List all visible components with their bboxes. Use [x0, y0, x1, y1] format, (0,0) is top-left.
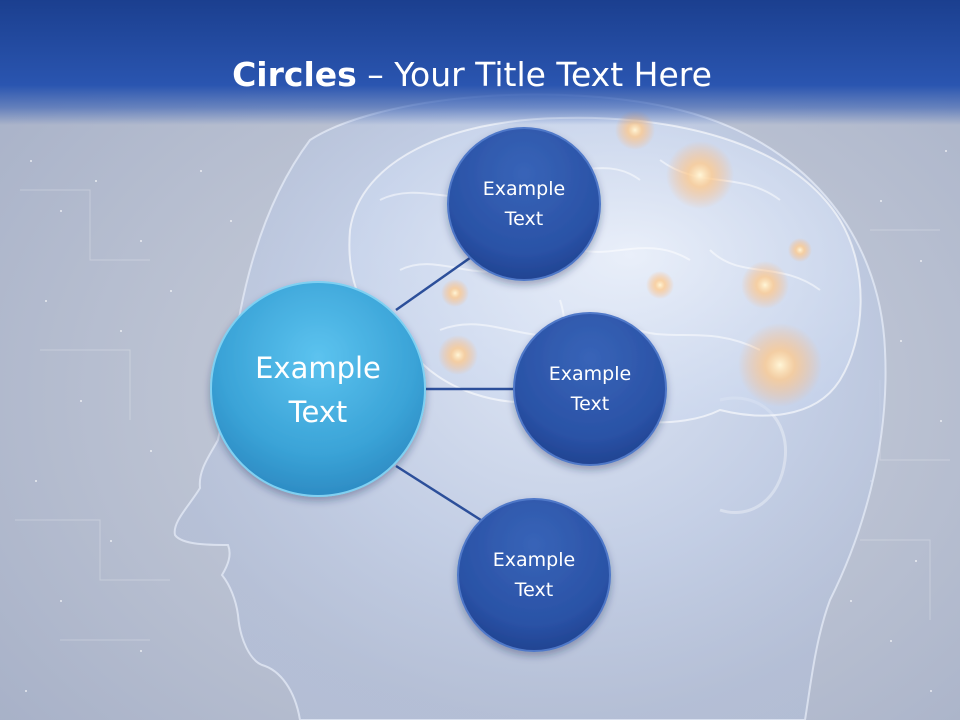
satellite-3-label: Example Text — [458, 499, 610, 651]
satellite-3-line2: Text — [493, 575, 575, 605]
satellite-2-line2: Text — [549, 389, 631, 419]
satellite-1-label: Example Text — [448, 128, 600, 280]
center-label-line1: Example — [255, 346, 381, 390]
satellite-2-line1: Example — [549, 359, 631, 389]
center-circle-label: Example Text — [211, 283, 425, 497]
satellite-2-label: Example Text — [514, 313, 666, 465]
satellite-1-line2: Text — [483, 204, 565, 234]
satellite-3-line1: Example — [493, 545, 575, 575]
satellite-1-line1: Example — [483, 174, 565, 204]
center-label-line2: Text — [255, 390, 381, 434]
